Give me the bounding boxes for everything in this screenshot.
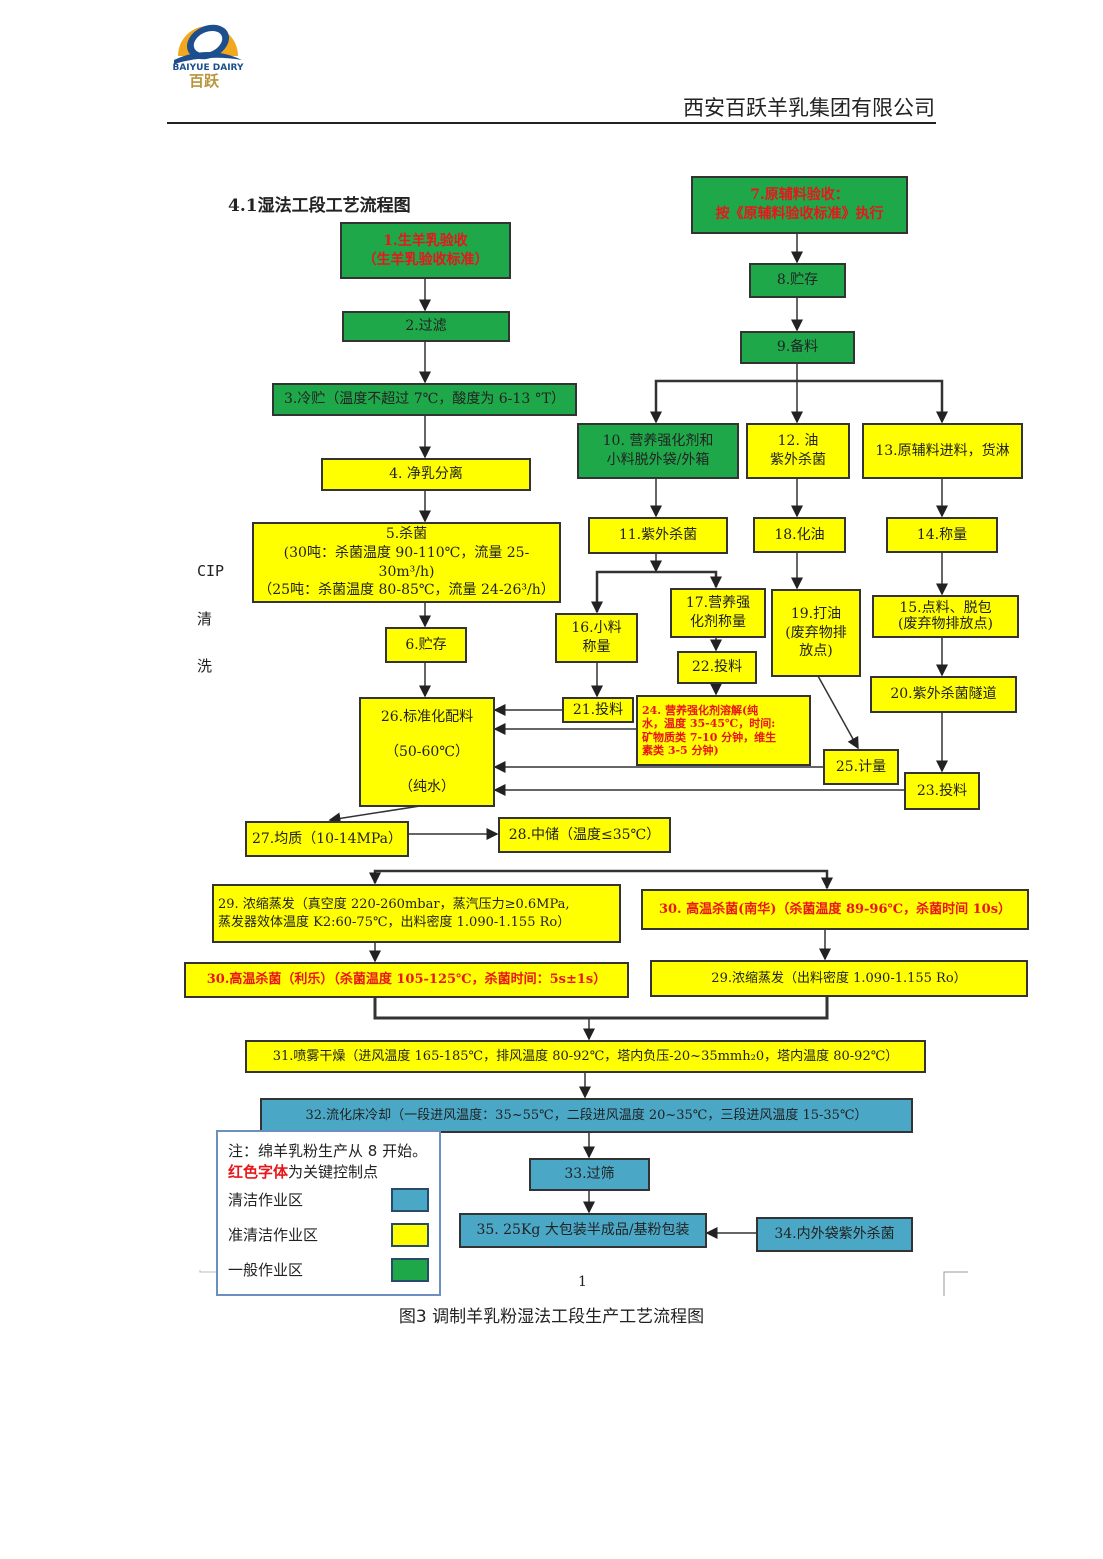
legend-key-note: 红色字体为关键控制点 (228, 1163, 379, 1181)
step-17-fortifier-weighing: 17.营养强化剂称量 (670, 588, 766, 638)
step-7-material-inspection: 7.原辅料验收：按《原辅料验收标准》执行 (691, 176, 908, 234)
legend-item-general: 一般作业区 (228, 1252, 429, 1287)
company-name: 西安百跃羊乳集团有限公司 (683, 96, 935, 120)
step-3-cold-storage: 3.冷贮（温度不超过 7℃，酸度为 6-13 °T） (272, 383, 577, 416)
page-number: 1 (578, 1274, 587, 1290)
step-34-bag-uv: 34.内外袋紫外杀菌 (756, 1217, 913, 1252)
step-6-storage: 6.贮存 (385, 627, 467, 663)
cip-label: CIP (197, 562, 225, 580)
step-5-sterilization: 5.杀菌(30吨：杀菌温度 90-110℃，流量 25-30m³/h)（25吨：… (252, 522, 561, 603)
step-9-material-prep: 9.备料 (740, 331, 855, 364)
step-1-raw-milk-inspection: 1.生羊乳验收（生羊乳验收标准） (340, 222, 511, 279)
step-8-storage: 8.贮存 (749, 263, 846, 298)
step-35-packaging: 35. 25Kg 大包装半成品/基粉包装 (459, 1213, 707, 1248)
legend-item-clean: 清洁作业区 (228, 1182, 429, 1217)
step-31-spray-drying: 31.喷雾干燥（进风温度 165-185℃，排风温度 80-92℃，塔内负压-2… (245, 1040, 926, 1073)
step-11-uv-sterilization: 11.紫外杀菌 (588, 517, 728, 554)
step-30-uht-nanhua: 30. 高温杀菌(南华)（杀菌温度 89-96℃，杀菌时间 10s） (641, 889, 1029, 930)
step-19-oil-pumping: 19.打油(废弃物排放点) (771, 589, 861, 677)
step-10-unpacking: 10. 营养强化剂和小料脱外袋/外箱 (577, 423, 739, 479)
step-22-feeding: 22.投料 (677, 651, 757, 684)
figure-caption: 图3 调制羊乳粉湿法工段生产工艺流程图 (398, 1307, 705, 1327)
step-29-evaporation-detail: 29. 浓缩蒸发（真空度 220-260mbar，蒸汽压力≥0.6MPa,蒸发器… (212, 884, 621, 943)
legend-item-semi-clean: 准清洁作业区 (228, 1217, 429, 1252)
step-26-standardization: 26.标准化配料（50-60℃）（纯水） (359, 697, 495, 807)
step-16-minor-weighing: 16.小料称量 (555, 613, 638, 663)
svg-text:BAIYUE DAIRY: BAIYUE DAIRY (172, 63, 244, 73)
step-18-oil-melting: 18.化油 (753, 517, 846, 553)
step-25-metering: 25.计量 (823, 749, 899, 785)
step-12-oil-uv: 12. 油紫外杀菌 (746, 423, 850, 479)
section-title: 4.1湿法工段工艺流程图 (228, 196, 411, 216)
step-21-feeding: 21.投料 (562, 697, 634, 723)
step-4-separation: 4. 净乳分离 (321, 458, 531, 491)
baiyue-dairy-logo: BAIYUE DAIRY 百跃 (172, 24, 244, 90)
step-27-homogenization: 27.均质（10-14MPa） (245, 821, 409, 857)
step-33-sieving: 33.过筛 (529, 1158, 650, 1191)
step-24-fortifier-dissolving: 24. 营养强化剂溶解(纯水，温度 35-45℃，时间:矿物质类 7-10 分钟… (636, 695, 811, 766)
step-32-fluid-bed-cooling: 32.流化床冷却（一段进风温度：35~55℃，二段进风温度 20~35℃，三段进… (260, 1098, 913, 1133)
step-15-unpacking: 15.点料、脱包(废弃物排放点) (872, 595, 1019, 638)
step-20-uv-tunnel: 20.紫外杀菌隧道 (870, 676, 1017, 713)
step-13-material-intake: 13.原辅料进料，货淋 (862, 423, 1023, 479)
step-30-uht-tetra: 30.高温杀菌（利乐）（杀菌温度 105-125℃，杀菌时间：5s±1s） (184, 962, 629, 998)
svg-text:百跃: 百跃 (189, 72, 220, 90)
step-2-filtration: 2.过滤 (342, 311, 510, 342)
step-14-weighing: 14.称量 (886, 517, 998, 553)
step-23-feeding: 23.投料 (904, 772, 980, 810)
cip-label: 清 (197, 610, 213, 628)
legend-note: 注：绵羊乳粉生产从 8 开始。 (228, 1142, 428, 1160)
header-divider (167, 122, 936, 124)
legend: 注：绵羊乳粉生产从 8 开始。 红色字体为关键控制点 清洁作业区 准清洁作业区 … (216, 1130, 441, 1296)
step-28-intermediate-storage: 28.中储（温度≤35℃） (498, 817, 671, 853)
step-29-evaporation: 29.浓缩蒸发（出料密度 1.090-1.155 Ro） (650, 960, 1028, 997)
cip-label: 洗 (197, 657, 213, 675)
